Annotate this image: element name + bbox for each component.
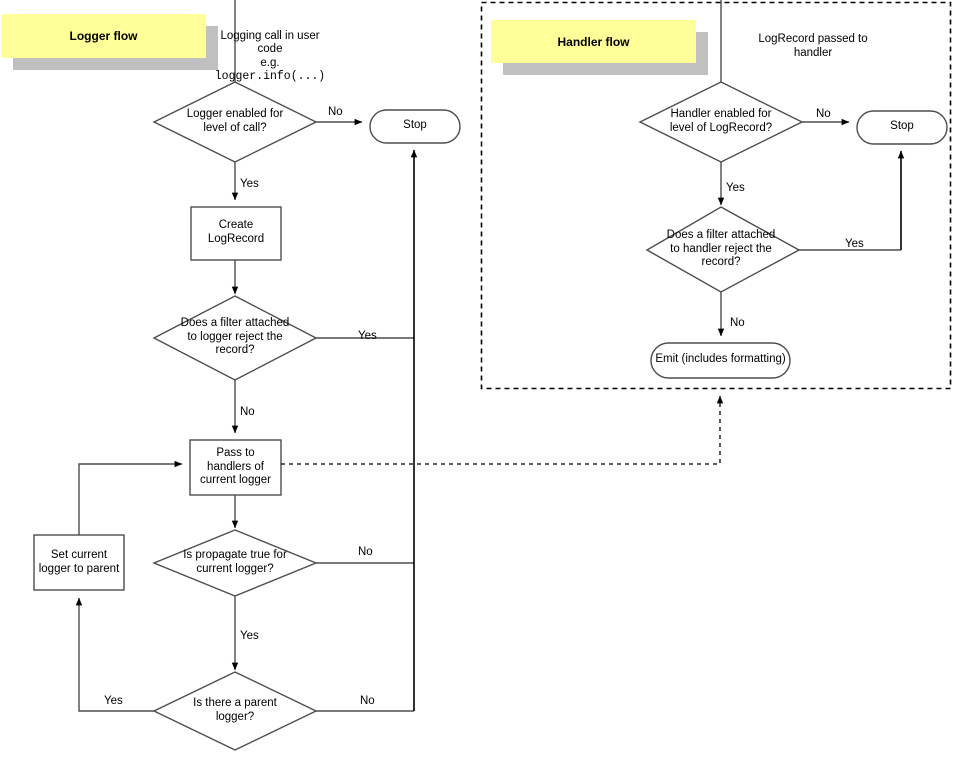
edge-set-parent-to-pass — [78, 460, 183, 535]
handler-entry-caption: LogRecord passed to handler — [758, 33, 868, 59]
node-create-logrecord-label: Create LogRecord — [207, 219, 265, 245]
node-set-parent-label: Set current logger to parent — [38, 549, 120, 575]
handler-flow-group-box — [480, 1, 952, 390]
edge-label-propagate-yes: Yes — [240, 630, 259, 642]
edge-label-logger-enabled-no: No — [328, 106, 343, 118]
logger-entry-caption-code: logger.info(...) — [214, 70, 326, 83]
edge-label-handler-filter-yes: Yes — [845, 238, 864, 250]
node-pass-to-handlers — [189, 439, 282, 496]
edge-label-logger-filter-no: No — [240, 406, 255, 418]
edge-parent-yes — [75, 597, 154, 712]
node-handler-stop-label: Stop — [890, 120, 914, 132]
node-has-parent-label: Is there a parent logger? — [193, 697, 277, 723]
node-emit — [650, 342, 791, 379]
edge-label-handler-enabled-no: No — [816, 108, 831, 120]
edge-pass-to-handler-flow — [281, 395, 724, 465]
node-handler-filter-label: Does a filter attached to handler reject… — [666, 229, 776, 268]
edge-label-logger-filter-yes: Yes — [358, 330, 377, 342]
edge-label-parent-yes: Yes — [104, 695, 123, 707]
logger-entry-caption-text: Logging call in user code e.g. — [220, 29, 320, 69]
node-handler-stop — [856, 110, 948, 145]
node-logger-enabled-label: Logger enabled for level of call? — [186, 108, 284, 134]
logger-flow-tag-plate — [1, 14, 206, 58]
edge-label-handler-enabled-yes: Yes — [726, 182, 745, 194]
edge-label-parent-no: No — [360, 695, 375, 707]
node-pass-to-handlers-label: Pass to handlers of current logger — [200, 447, 271, 486]
handler-flow-tag-label: Handler flow — [557, 34, 630, 49]
node-has-parent — [152, 671, 318, 751]
logger-entry-caption: Logging call in user code e.g. logger.in… — [180, 16, 360, 84]
node-create-logrecord — [190, 206, 282, 261]
logger-flow-tag: Logger flow — [1, 14, 218, 70]
logger-flow-tag-label: Logger flow — [69, 29, 138, 43]
node-is-propagate-label: Is propagate true for current logger? — [183, 549, 287, 575]
edge-label-propagate-no: No — [358, 546, 373, 558]
node-logger-filter-label: Does a filter attached to logger reject … — [180, 317, 290, 356]
edge-label-logger-enabled-yes: Yes — [240, 178, 259, 190]
handler-flow-tag: Handler flow — [491, 20, 708, 75]
node-set-parent — [33, 534, 125, 591]
node-emit-label: Emit (includes formatting) — [655, 353, 786, 365]
node-handler-enabled-label: Handler enabled for level of LogRecord? — [669, 108, 773, 134]
node-stop — [369, 109, 461, 144]
edge-label-handler-filter-no: No — [730, 317, 745, 329]
node-stop-label: Stop — [403, 119, 427, 131]
handler-flow-tag-plate — [491, 20, 696, 63]
